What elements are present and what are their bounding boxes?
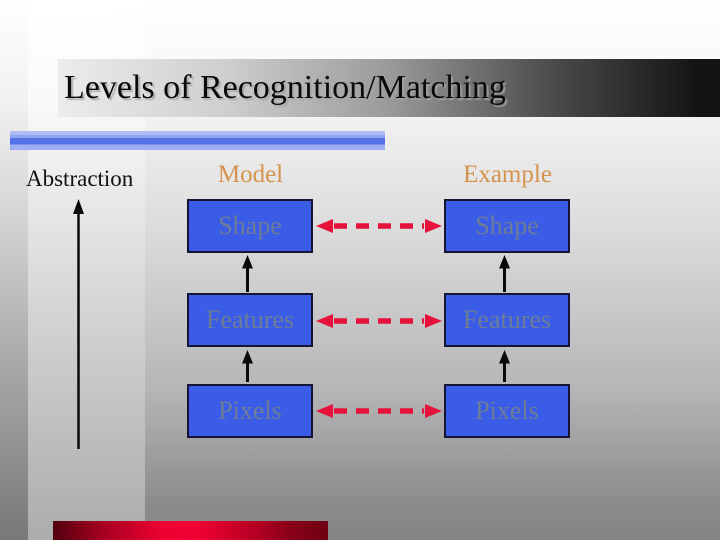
title-banner: Levels of Recognition/Matching <box>58 59 720 117</box>
up-arrow-model-features-to-shape <box>242 255 253 292</box>
box-label: Shape <box>475 211 539 240</box>
title-underline-bar <box>10 131 385 150</box>
box-label: Shape <box>218 211 282 240</box>
box-model-shape: Shape <box>187 199 313 253</box>
box-label: Pixels <box>475 396 539 425</box>
abstraction-axis-arrow <box>73 199 84 449</box>
box-label: Pixels <box>218 396 282 425</box>
box-example-pixels: Pixels <box>444 384 570 438</box>
up-arrow-example-pixels-to-features <box>499 350 510 382</box>
box-example-features: Features <box>444 293 570 347</box>
background-left-strip <box>0 0 28 540</box>
box-model-features: Features <box>187 293 313 347</box>
box-label: Features <box>462 305 552 334</box>
match-arrow-features <box>316 314 442 328</box>
match-arrow-shape <box>316 219 442 233</box>
box-model-pixels: Pixels <box>187 384 313 438</box>
abstraction-axis-label: Abstraction <box>26 166 134 191</box>
up-arrow-model-pixels-to-features <box>242 350 253 382</box>
decorative-rectangle <box>33 46 145 56</box>
box-label: Features <box>205 305 295 334</box>
up-arrow-example-features-to-shape <box>499 255 510 292</box>
match-arrow-pixels <box>316 404 442 418</box>
slide-title: Levels of Recognition/Matching <box>64 69 506 106</box>
column-header-model: Model <box>217 161 284 188</box>
column-header-example: Example <box>463 161 552 188</box>
decorative-rectangle <box>29 3 115 17</box>
box-example-shape: Shape <box>444 199 570 253</box>
bottom-accent-bar <box>53 521 328 540</box>
